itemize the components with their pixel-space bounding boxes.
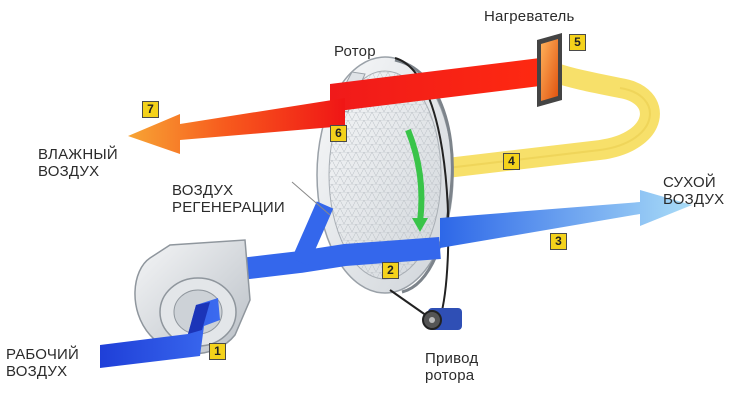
humid-air-label: ВЛАЖНЫЙ ВОЗДУХ [38, 146, 118, 180]
marker-3: 3 [550, 233, 567, 250]
work-air-label: РАБОЧИЙ ВОЗДУХ [6, 346, 79, 380]
marker-2: 2 [382, 262, 399, 279]
marker-5: 5 [569, 34, 586, 51]
rotation-arrow [405, 128, 425, 223]
marker-1: 1 [209, 343, 226, 360]
process-air-duct [213, 237, 441, 283]
marker-6: 6 [330, 125, 347, 142]
working-air-inlet [100, 298, 220, 368]
hot-air-stream [330, 56, 556, 112]
heater-label: Нагреватель [484, 8, 575, 25]
rotor-label: Ротор [334, 43, 376, 60]
dry-air-label: СУХОЙ ВОЗДУХ [663, 174, 725, 208]
rotor-drive-label: Привод ротора [425, 350, 479, 384]
marker-7: 7 [142, 101, 159, 118]
rotor-drive-motor [422, 308, 462, 330]
drive-belt [394, 57, 450, 319]
heater-element [537, 33, 562, 107]
humid-exhaust-arrow [128, 98, 345, 154]
dry-air-arrow [440, 190, 692, 248]
marker-4: 4 [503, 153, 520, 170]
regen-air-label: ВОЗДУХ РЕГЕНЕРАЦИИ [172, 182, 285, 216]
